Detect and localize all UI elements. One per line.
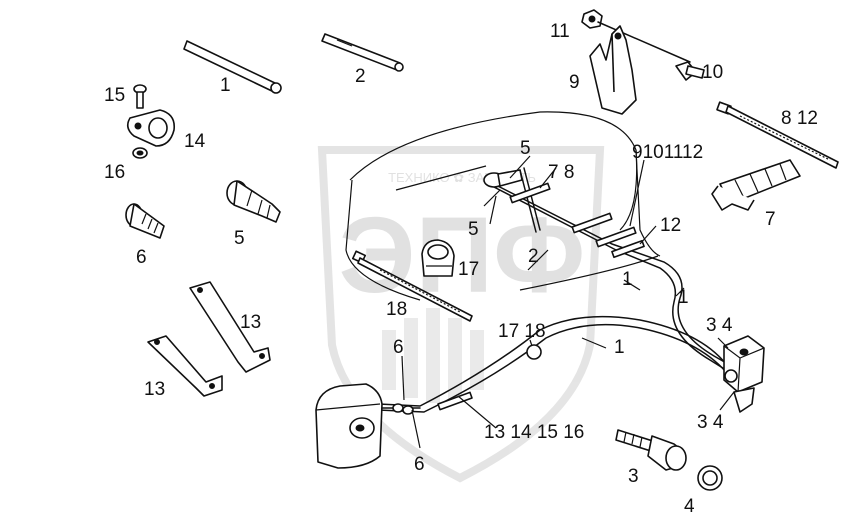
callout-3-connector: 3	[628, 466, 639, 487]
callout-13-bracket-left: 13	[144, 379, 165, 400]
bolt-part-10	[675, 61, 705, 81]
callout-17-18-assembly: 17 18	[498, 321, 546, 342]
callout-7-8-assembly: 7 8	[548, 162, 574, 183]
callout-2-pipe: 2	[355, 66, 366, 87]
bracket-part-13-left	[147, 335, 223, 397]
ring-part-4	[697, 465, 723, 491]
callout-5-assembly-a: 5	[520, 138, 531, 159]
callout-6-assembly-top: 6	[393, 337, 404, 358]
fitting-part-5	[226, 180, 281, 223]
callout-6-assembly-bottom: 6	[414, 454, 425, 475]
callout-1-assembly-c: 1	[614, 337, 625, 358]
assembly-clamp-bands	[437, 182, 645, 411]
nut-part-11	[581, 9, 691, 63]
callout-1-assembly-a: 1	[622, 269, 633, 290]
callout-18-tie: 18	[386, 299, 407, 320]
callout-3-4-valve-bottom: 3 4	[697, 412, 724, 433]
callout-5-fitting: 5	[234, 228, 245, 249]
harness-lines	[377, 167, 729, 413]
callout-labels: 1 2 15 14 16 6 5 17 18 13 13 11 9 10 8 1…	[104, 21, 818, 517]
bolt-part-15	[133, 84, 147, 109]
clamp-part-14	[126, 109, 176, 147]
bracket-part-13-right	[189, 281, 271, 373]
callout-5-assembly-b: 5	[468, 219, 479, 240]
callout-3-4-valve-top: 3 4	[706, 315, 733, 336]
assembly-clip-17-18	[526, 344, 542, 360]
watermark-bars	[382, 308, 484, 403]
heater-box	[315, 383, 421, 469]
callout-17-clip: 17	[458, 259, 479, 280]
tie-part-8-12	[716, 101, 839, 169]
callout-15-bolt: 15	[104, 85, 125, 106]
leader-lines	[395, 155, 735, 449]
callout-16-washer: 16	[104, 162, 125, 183]
hose-part-1	[183, 40, 282, 94]
callout-9-glove: 9	[569, 72, 580, 93]
callout-2-assembly: 2	[528, 246, 539, 267]
cable-tie-part-18	[351, 250, 473, 322]
tank-outline	[345, 111, 661, 301]
washer-part-16	[132, 147, 148, 159]
clip-part-17	[421, 239, 455, 277]
callout-4-ring: 4	[684, 496, 695, 517]
callout-10-bolt: 10	[702, 62, 723, 83]
fitting-part-6	[125, 203, 165, 239]
callout-14-clamp: 14	[184, 131, 206, 152]
callout-11-nut: 11	[550, 21, 570, 42]
callout-13-16-assembly: 13 14 15 16	[484, 422, 584, 443]
callout-7-strip: 7	[765, 209, 776, 230]
callout-6-fitting: 6	[136, 247, 147, 268]
callout-8-12-tie: 8 12	[781, 108, 818, 129]
callout-9-10-11-12-assembly: 9101112	[632, 142, 703, 163]
glove-part-9	[589, 25, 637, 115]
pipe-part-2	[321, 33, 404, 72]
callout-1-assembly-b: 1	[678, 287, 689, 308]
strip-part-7	[711, 159, 801, 211]
valve-assembly-3-4	[723, 335, 765, 413]
callout-13-bracket-right: 13	[240, 312, 261, 333]
callout-12-assembly: 12	[660, 215, 681, 236]
callout-1-hose: 1	[220, 75, 231, 96]
connector-part-3	[615, 429, 687, 471]
